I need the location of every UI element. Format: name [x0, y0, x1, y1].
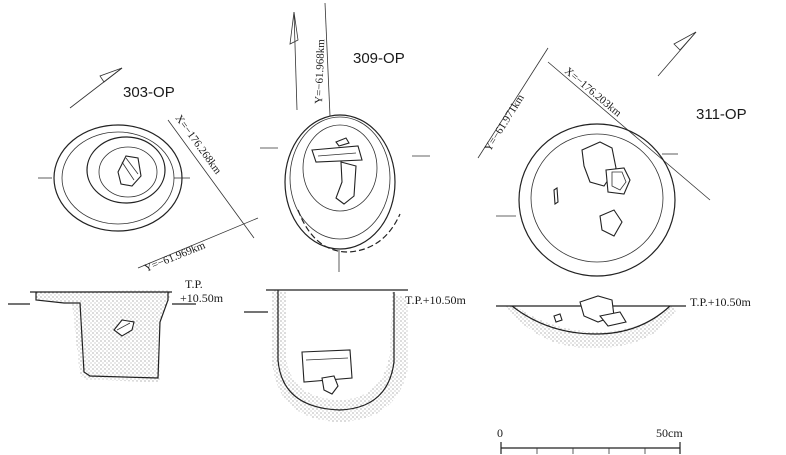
plan-view-311 — [496, 123, 678, 277]
feature-label-303: 303-OP — [123, 84, 175, 101]
section-view-309 — [244, 289, 408, 422]
section-view-303 — [8, 290, 196, 382]
coord-y-309: Y=−61.968km — [313, 39, 327, 104]
coord-x-311: X=−176.203km — [562, 65, 624, 120]
feature-label-309: 309-OP — [353, 50, 405, 67]
stone-icon — [599, 209, 623, 237]
coord-y-311: Y=−61.971km — [482, 92, 527, 154]
scale-start-label: 0 — [497, 426, 503, 440]
stone-icon — [553, 187, 559, 205]
north-arrow-icon — [657, 31, 697, 77]
stone-icon — [321, 375, 339, 395]
stone-icon — [311, 145, 363, 163]
tp-label-311: T.P.+10.50m — [690, 295, 752, 309]
stone-icon — [113, 319, 135, 337]
feature-label-311: 311-OP — [696, 106, 747, 123]
stone-icon — [117, 155, 142, 187]
coord-y-303: Y=−61.969km — [143, 239, 208, 275]
feature-303-op: 303-OP X=−176.268km Y=−61.969km T.P. +10… — [8, 67, 259, 382]
north-arrow-icon — [289, 11, 299, 111]
scale-end-label: 50cm — [656, 426, 683, 440]
stone-icon — [335, 161, 357, 205]
plan-view-303 — [38, 124, 190, 232]
tp-label-303-a: T.P. — [185, 277, 203, 291]
plan-view-309 — [260, 114, 430, 272]
feature-309-op: Y=−61.968km 309-OP T.P.+10.50m — [244, 2, 467, 422]
feature-311-op: Y=−61.971km X=−176.203km 311-OP T.P.+10.… — [477, 31, 752, 349]
stone-icon — [335, 137, 350, 147]
section-view-311 — [496, 295, 686, 349]
north-arrow-icon — [69, 67, 123, 109]
stone-icon — [599, 311, 627, 327]
stone-icon — [553, 313, 563, 323]
scale-bar: 0 50cm — [497, 426, 683, 454]
stone-icon — [301, 349, 353, 383]
tp-label-309: T.P.+10.50m — [405, 293, 467, 307]
tp-label-303-b: +10.50m — [180, 291, 224, 305]
